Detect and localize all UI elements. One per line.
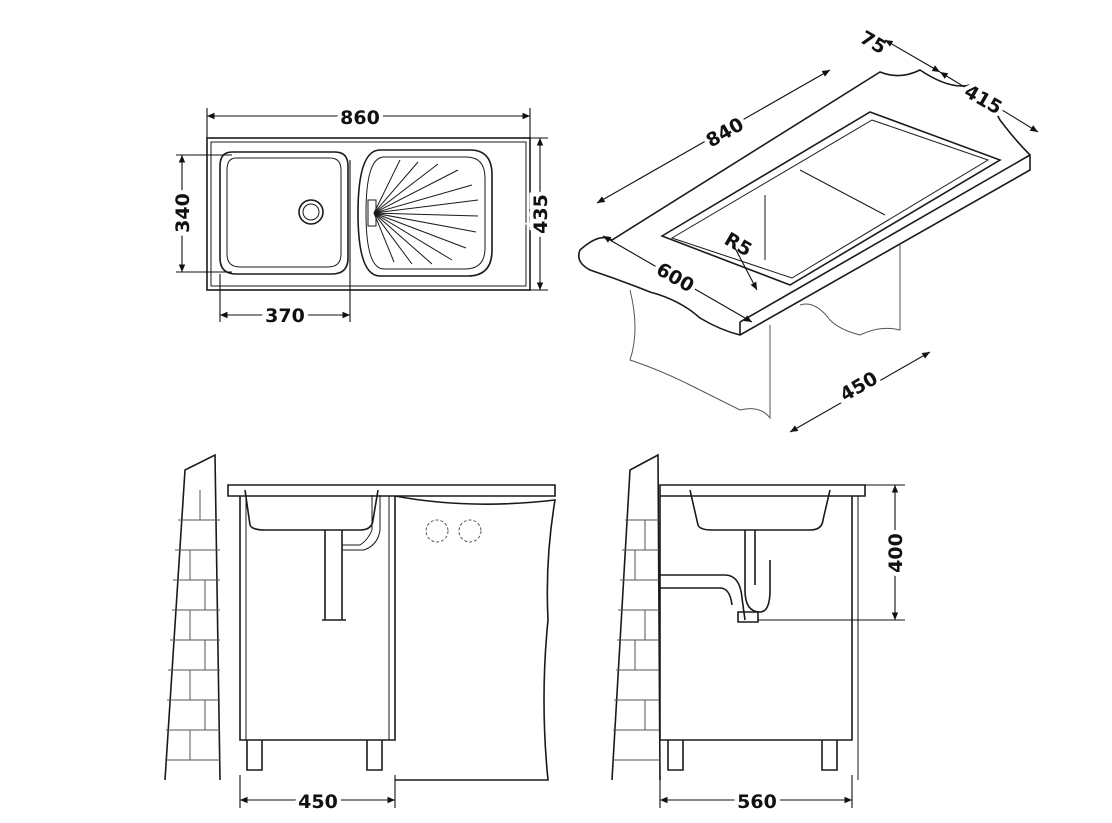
brick-wall: [164, 453, 221, 781]
cabinet-feet: [246, 740, 383, 771]
isometric-view: 840 75 415 600 R5 450: [577, 27, 1039, 433]
top-view: 860 340 435 370: [168, 103, 556, 331]
overflow-icon: [367, 199, 377, 227]
drainer-ribs: [373, 159, 479, 265]
dim-400-label: 400: [885, 533, 907, 573]
trap-pipe: [322, 530, 346, 621]
cabinet-feet: [667, 740, 838, 771]
sink-outline: [206, 137, 531, 291]
dim-840-label: 840: [702, 113, 747, 152]
cabinet: [659, 496, 853, 741]
dim-860-label: 860: [340, 107, 380, 129]
drainer-outline: [357, 149, 493, 277]
dim-450-iso-label: 450: [836, 367, 881, 406]
dim-560-label: 560: [737, 791, 777, 813]
front-view-left: 450: [164, 453, 556, 817]
drain-icon: [298, 199, 324, 225]
bowl-outline: [219, 151, 349, 275]
dim-600-label: 600: [652, 258, 697, 297]
countertop: [659, 484, 866, 497]
bowl: [689, 489, 831, 531]
dim-370-label: 370: [265, 305, 305, 327]
dim-340-label: 340: [172, 193, 194, 233]
dim-450-label: 450: [298, 791, 338, 813]
trap-pipe: [660, 530, 771, 623]
adjacent-cabinet: [394, 495, 556, 781]
dim-435-label: 435: [530, 194, 552, 234]
cabinet-left: [629, 289, 771, 420]
dim-75-label: 75: [856, 27, 890, 59]
cabinet: [239, 496, 396, 741]
dim-415-label: 415: [960, 80, 1005, 119]
brick-wall: [611, 453, 661, 781]
countertop: [227, 484, 556, 497]
front-view-right: 400 560: [611, 453, 911, 817]
countertop: [577, 69, 1031, 336]
